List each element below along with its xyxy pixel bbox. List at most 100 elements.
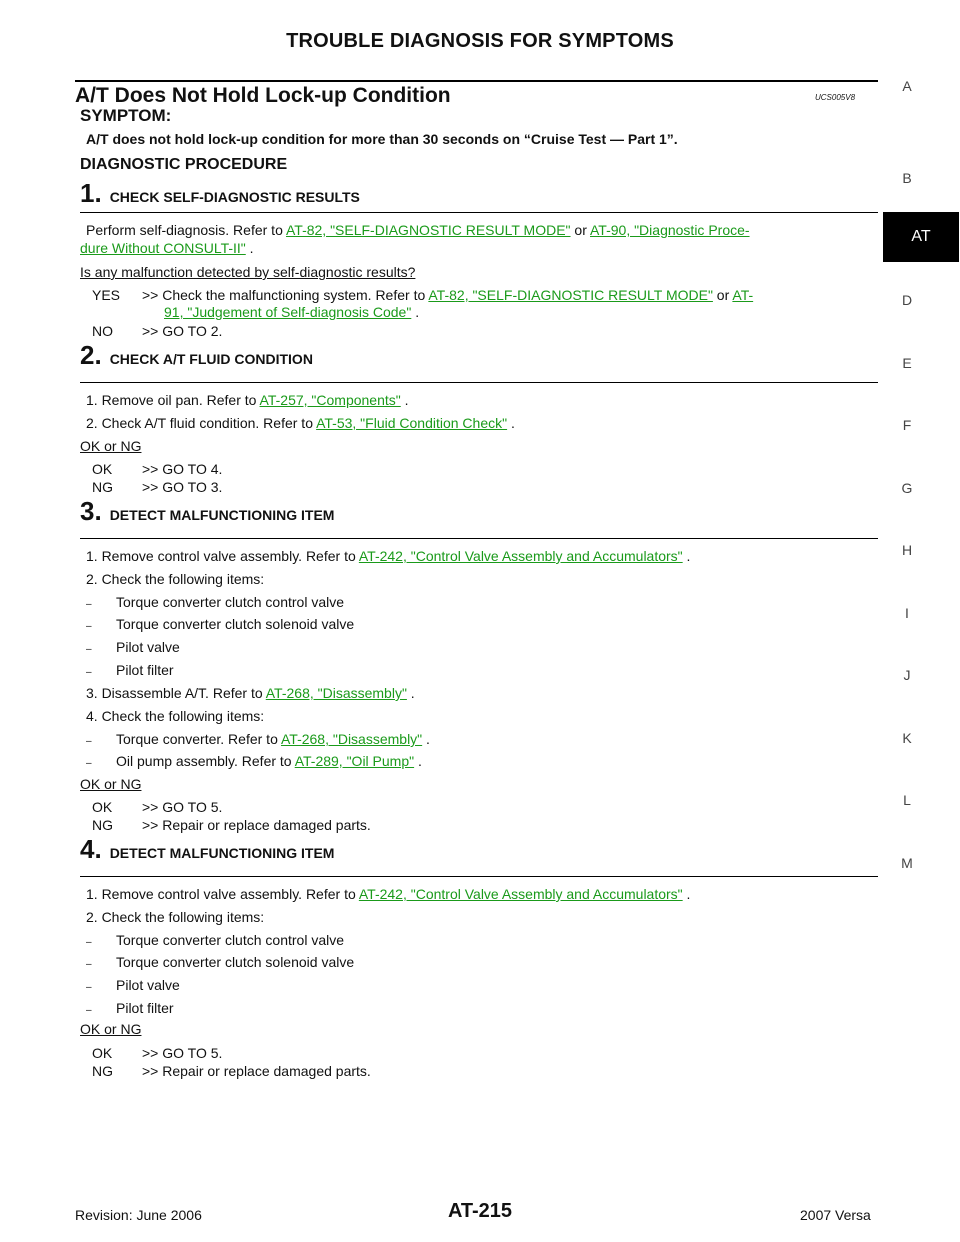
symptom-label: SYMPTOM: bbox=[80, 106, 172, 125]
footer-model: 2007 Versa bbox=[800, 1207, 871, 1223]
step-4-heading: 4. DETECT MALFUNCTIONING ITEM bbox=[80, 834, 334, 865]
step-title: DETECT MALFUNCTIONING ITEM bbox=[109, 845, 335, 861]
list-item: – Torque converter clutch control valve bbox=[86, 932, 344, 948]
step-1-yes-row-cont: 91, "Judgement of Self-diagnosis Code" . bbox=[164, 304, 419, 320]
text: Pilot valve bbox=[116, 639, 180, 655]
text: >> GO TO 5. bbox=[142, 799, 223, 815]
text: >> Check the malfunctioning system. Refe… bbox=[142, 287, 429, 303]
text: 3. Disassemble A/T. Refer to bbox=[86, 685, 266, 701]
side-index-m[interactable]: M bbox=[901, 855, 913, 871]
dash: – bbox=[86, 736, 92, 747]
dash: – bbox=[86, 1005, 92, 1016]
link-disassembly[interactable]: AT-268, "Disassembly" bbox=[265, 685, 407, 701]
step-2-item-2: 2. Check A/T fluid condition. Refer to A… bbox=[86, 415, 515, 431]
step-3-item-3: 3. Disassemble A/T. Refer to AT-268, "Di… bbox=[86, 685, 415, 701]
step-3-item-1: 1. Remove control valve assembly. Refer … bbox=[86, 548, 690, 564]
yes-key: YES bbox=[92, 287, 121, 303]
link-diagnostic-procedure-without-consult[interactable]: AT-90, "Diagnostic Proce- bbox=[590, 222, 750, 238]
section-title: A/T Does Not Hold Lock-up Condition bbox=[75, 84, 451, 107]
text: 1. Remove oil pan. Refer to bbox=[86, 392, 260, 408]
diagnostic-procedure-title: DIAGNOSTIC PROCEDURE bbox=[80, 156, 288, 173]
link-components[interactable]: AT-257, "Components" bbox=[259, 392, 401, 408]
text: . bbox=[422, 731, 430, 747]
list-item: – Torque converter clutch solenoid valve bbox=[86, 954, 354, 970]
list-item: – Torque converter clutch solenoid valve bbox=[86, 616, 354, 632]
step-3-item-2: 2. Check the following items: bbox=[86, 571, 265, 587]
ok-key: OK bbox=[92, 1045, 113, 1061]
list-item: – Pilot valve bbox=[86, 977, 180, 993]
side-index-at-active[interactable]: AT bbox=[883, 212, 959, 262]
step-4-item-1: 1. Remove control valve assembly. Refer … bbox=[86, 886, 690, 902]
dash: – bbox=[86, 599, 92, 610]
list-item: – Torque converter. Refer to AT-268, "Dis… bbox=[86, 731, 430, 747]
link-fluid-condition-check[interactable]: AT-53, "Fluid Condition Check" bbox=[316, 415, 508, 431]
dash: – bbox=[86, 667, 92, 678]
step-1-heading: 1. CHECK SELF-DIAGNOSTIC RESULTS bbox=[80, 178, 360, 209]
text: Oil pump assembly. Refer to bbox=[116, 753, 295, 769]
step-number: 4. bbox=[80, 834, 102, 864]
side-index-i[interactable]: I bbox=[905, 605, 909, 621]
step-4-item-2: 2. Check the following items: bbox=[86, 909, 265, 925]
link-self-diagnostic-result-mode[interactable]: AT-82, "SELF-DIAGNOSTIC RESULT MODE" bbox=[285, 222, 571, 238]
side-index-k[interactable]: K bbox=[902, 730, 912, 746]
dash: – bbox=[86, 959, 92, 970]
dash: – bbox=[86, 621, 92, 632]
side-index-l[interactable]: L bbox=[903, 792, 911, 808]
side-index-d[interactable]: D bbox=[901, 292, 913, 308]
text: Torque converter clutch control valve bbox=[116, 932, 344, 948]
side-index-f[interactable]: F bbox=[902, 417, 912, 433]
footer-page-number: AT-215 bbox=[447, 1200, 513, 1222]
ok-key: OK bbox=[92, 461, 113, 477]
text: . bbox=[400, 392, 409, 408]
side-index-g[interactable]: G bbox=[901, 480, 913, 496]
link-judgement-self-diagnosis-cont[interactable]: 91, "Judgement of Self-diagnosis Code" bbox=[164, 304, 412, 320]
side-index-b[interactable]: B bbox=[902, 170, 912, 186]
page-header-title: TROUBLE DIAGNOSIS FOR SYMPTOMS bbox=[286, 30, 674, 52]
step-2-item-1: 1. Remove oil pan. Refer to AT-257, "Com… bbox=[86, 392, 409, 408]
step-2-ok-row: OK>> GO TO 4. bbox=[92, 461, 222, 477]
step-rule bbox=[80, 538, 878, 539]
dash: – bbox=[86, 937, 92, 948]
text: . bbox=[406, 685, 415, 701]
text: Torque converter. Refer to bbox=[116, 731, 281, 747]
list-item: –Pilot valve bbox=[86, 639, 180, 655]
side-index-j[interactable]: J bbox=[903, 667, 911, 683]
link-self-diagnostic-result-mode-2[interactable]: AT-82, "SELF-DIAGNOSTIC RESULT MODE" bbox=[428, 287, 713, 303]
text: 2. Check A/T fluid condition. Refer to bbox=[86, 415, 317, 431]
text: >> GO TO 2. bbox=[142, 323, 223, 339]
text: Pilot valve bbox=[116, 977, 180, 993]
text: Pilot filter bbox=[116, 662, 174, 678]
side-index-a[interactable]: A bbox=[902, 78, 912, 94]
step-3-ng-row: NG>> Repair or replace damaged parts. bbox=[92, 817, 371, 833]
step-3-heading: 3. DETECT MALFUNCTIONING ITEM bbox=[80, 496, 334, 527]
text: or bbox=[712, 287, 733, 303]
link-diagnostic-procedure-without-consult-cont[interactable]: dure Without CONSULT-II" bbox=[80, 240, 246, 256]
text: Torque converter clutch solenoid valve bbox=[116, 616, 355, 632]
link-oil-pump[interactable]: AT-289, "Oil Pump" bbox=[294, 753, 415, 769]
text: >> Repair or replace damaged parts. bbox=[142, 817, 371, 833]
text: or bbox=[570, 222, 590, 238]
step-rule bbox=[80, 212, 878, 213]
step-number: 3. bbox=[80, 496, 102, 526]
ng-key: NG bbox=[92, 479, 113, 495]
step-2-ng-row: NG>> GO TO 3. bbox=[92, 479, 222, 495]
step-1-no-row: NO >> GO TO 2. bbox=[92, 323, 222, 339]
text: . bbox=[682, 548, 691, 564]
link-control-valve-assembly[interactable]: AT-242, "Control Valve Assembly and Accu… bbox=[358, 548, 683, 564]
no-key: NO bbox=[92, 323, 113, 339]
link-disassembly-2[interactable]: AT-268, "Disassembly" bbox=[280, 731, 423, 747]
symptom-text: A/T does not hold lock-up condition for … bbox=[86, 131, 678, 147]
step-1-line-1: Perform self-diagnosis. Refer to AT-82, … bbox=[86, 222, 750, 238]
text: . bbox=[682, 886, 691, 902]
link-control-valve-assembly-2[interactable]: AT-242, "Control Valve Assembly and Accu… bbox=[358, 886, 683, 902]
step-rule bbox=[80, 382, 878, 383]
text: >> Repair or replace damaged parts. bbox=[142, 1063, 371, 1079]
side-index-e[interactable]: E bbox=[902, 355, 912, 371]
step-4-ok-row: OK>> GO TO 5. bbox=[92, 1045, 222, 1061]
text: Torque converter clutch solenoid valve bbox=[116, 954, 355, 970]
link-judgement-self-diagnosis[interactable]: AT- bbox=[732, 287, 754, 303]
side-index-h[interactable]: H bbox=[901, 542, 913, 558]
list-item: – Pilot filter bbox=[86, 662, 174, 678]
dash: – bbox=[86, 982, 92, 993]
step-title: DETECT MALFUNCTIONING ITEM bbox=[109, 507, 335, 523]
